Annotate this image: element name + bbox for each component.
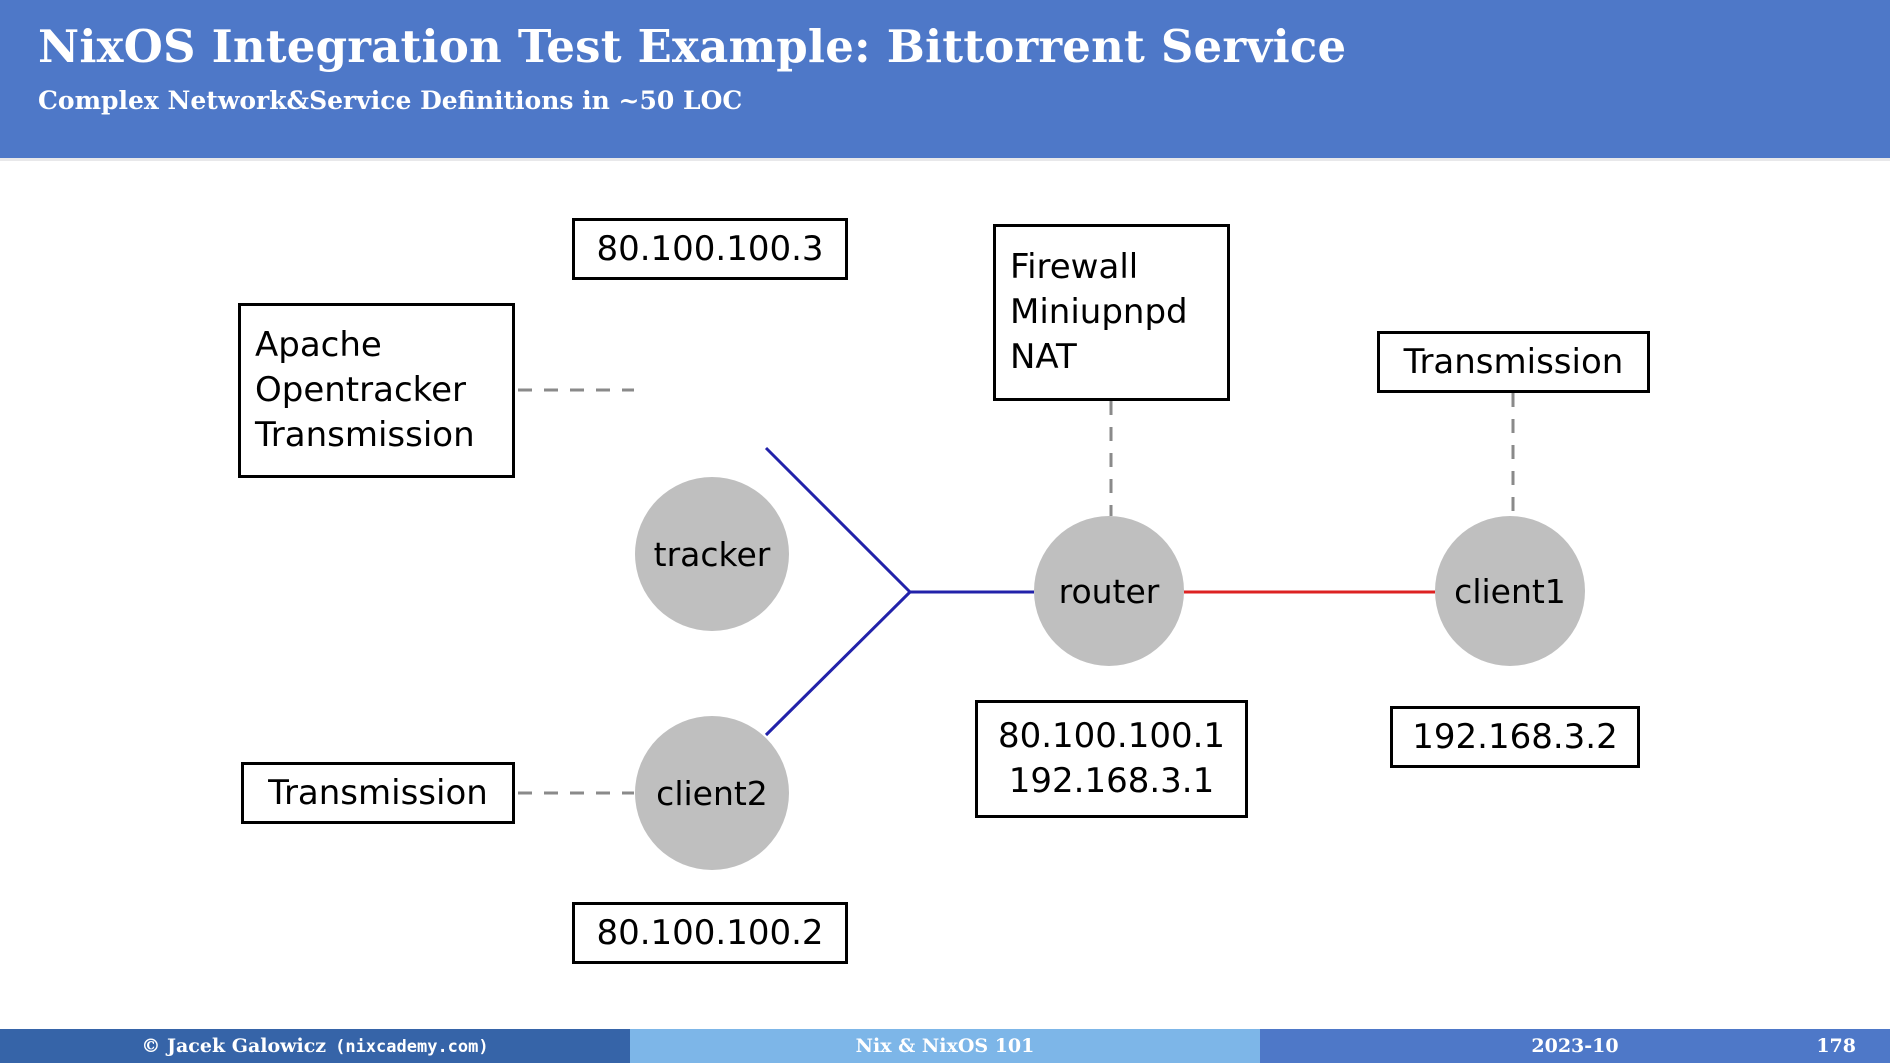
node-tracker-label: tracker xyxy=(653,534,771,574)
node-router-label: router xyxy=(1058,571,1160,611)
page-title: NixOS Integration Test Example: Bittorre… xyxy=(38,20,1347,73)
footer-copyright: © Jacek Galowicz (nixcademy.com) xyxy=(0,1029,630,1063)
node-client2-label: client2 xyxy=(656,773,768,813)
annotation-line: NAT xyxy=(1010,336,1077,377)
annotation-router-ip: 80.100.100.1 192.168.3.1 xyxy=(975,700,1248,818)
node-router[interactable]: router xyxy=(1034,516,1184,666)
annotation-line: Firewall xyxy=(1010,247,1139,288)
annotation-line: Miniupnpd xyxy=(1010,292,1188,333)
slide-footer: © Jacek Galowicz (nixcademy.com) Nix & N… xyxy=(0,1029,1890,1063)
annotation-line: Apache xyxy=(255,325,382,366)
header-divider xyxy=(0,158,1890,161)
annotation-router-services: Firewall Miniupnpd NAT xyxy=(993,224,1230,401)
annotation-line: Transmission xyxy=(1403,341,1624,382)
annotation-line: Transmission xyxy=(268,772,488,813)
annotation-client2-ip: 80.100.100.2 xyxy=(572,902,848,964)
footer-website: (nixcademy.com) xyxy=(335,1037,489,1057)
annotation-line: Transmission xyxy=(255,414,475,455)
network-diagram: tracker client2 router client1 80.100.10… xyxy=(0,161,1890,1029)
annotation-line: 80.100.100.2 xyxy=(596,912,824,953)
footer-date: 2023-10 xyxy=(1531,1035,1619,1057)
annotation-line: 192.168.3.2 xyxy=(1412,716,1618,757)
footer-course-label: Nix & NixOS 101 xyxy=(855,1035,1035,1057)
annotation-tracker-ip: 80.100.100.3 xyxy=(572,218,848,280)
node-client1[interactable]: client1 xyxy=(1435,516,1585,666)
node-client1-label: client1 xyxy=(1454,571,1566,611)
node-tracker[interactable]: tracker xyxy=(635,477,789,631)
annotation-line: 192.168.3.1 xyxy=(1008,761,1215,801)
node-client2[interactable]: client2 xyxy=(635,716,789,870)
annotation-line: Opentracker xyxy=(255,370,467,411)
annotation-client1-ip: 192.168.3.2 xyxy=(1390,706,1640,768)
edge-client2-to-junction xyxy=(764,590,912,737)
slide-header: NixOS Integration Test Example: Bittorre… xyxy=(0,0,1890,158)
footer-author: © Jacek Galowicz xyxy=(141,1035,327,1057)
edge-layer xyxy=(518,388,1515,795)
annotation-client1-services: Transmission xyxy=(1377,331,1650,393)
footer-course: Nix & NixOS 101 xyxy=(630,1029,1260,1063)
annotation-tracker-services: Apache Opentracker Transmission xyxy=(238,303,515,478)
footer-meta: 2023-10 178 xyxy=(1260,1029,1890,1063)
edge-tracker-to-junction xyxy=(764,446,912,594)
annotation-client2-services: Transmission xyxy=(241,762,515,824)
footer-page-number: 178 xyxy=(1816,1035,1856,1057)
annotation-line: 80.100.100.3 xyxy=(596,228,824,269)
page-subtitle: Complex Network&Service Definitions in ~… xyxy=(38,86,743,116)
annotation-line: 80.100.100.1 xyxy=(997,716,1226,757)
